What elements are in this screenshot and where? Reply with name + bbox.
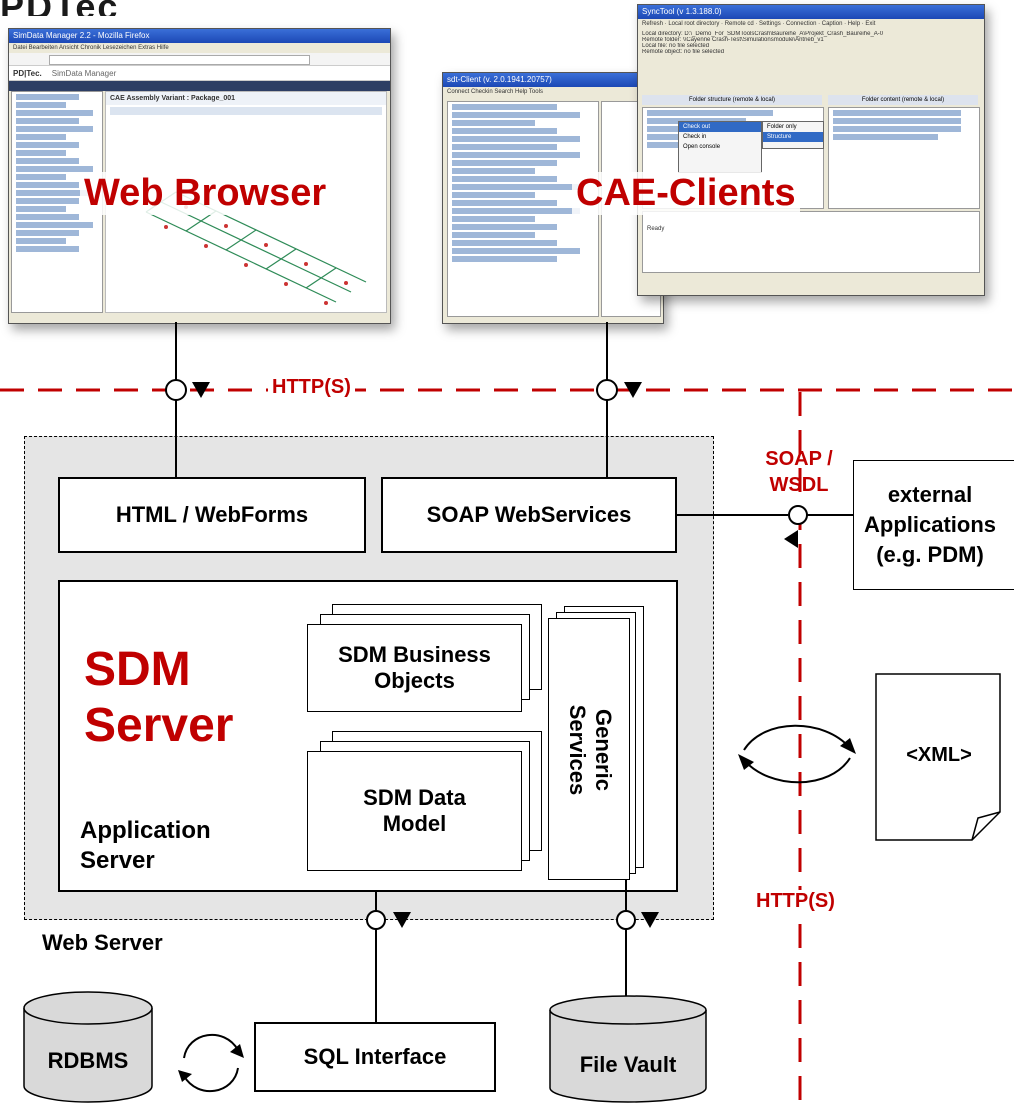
generic-services-box: Generic Services <box>548 618 630 880</box>
menu-item-open-console: Open console <box>683 144 721 150</box>
menu-item-check-out: Check out <box>679 122 761 132</box>
app-header: PD|Tec. SimData Manager <box>9 66 390 81</box>
application-server-label: Application Server <box>80 817 211 874</box>
xml-document-icon <box>875 673 1001 841</box>
rdbms-sync-arrows <box>178 1033 244 1093</box>
web-browser-label: Web Browser <box>80 172 331 215</box>
submenu-structure: Structure <box>763 132 823 142</box>
html-webforms-box: HTML / WebForms <box>58 477 366 553</box>
sdt-client-menubar: Connect Checkin Search Help Tools <box>443 87 663 97</box>
xml-exchange-arrows <box>738 724 856 784</box>
folder-header: Folder content (remote & local) <box>828 95 978 105</box>
soap-webservices-box: SOAP WebServices <box>381 477 677 553</box>
cae-clients-label: CAE-Clients <box>572 172 800 215</box>
browser-tree <box>11 91 103 313</box>
file-vault-label: File Vault <box>579 1052 677 1077</box>
menu-item-check-in: Check in <box>683 134 707 140</box>
xml-label: <XML> <box>906 744 972 766</box>
submenu-folder-only: Folder only <box>767 124 797 130</box>
browser-titlebar: SimData Manager 2.2 - Mozilla Firefox <box>9 29 390 43</box>
file-vault-cylinder <box>549 995 707 1103</box>
external-applications-box: external Applications (e.g. PDM) <box>853 460 1014 590</box>
synctool-paths: Local directory: D:\_Demo_For_SDMToolsCr… <box>638 29 984 57</box>
page-title-bar: CAE Assembly Variant : Package_001 <box>106 92 386 105</box>
synctool-titlebar: SyncTool (v 1.3.188.0) <box>638 5 984 19</box>
http-label-right: HTTP(S) <box>752 890 839 913</box>
synctool-screenshot: SyncTool (v 1.3.188.0) Refresh · Local r… <box>637 4 985 296</box>
context-submenu: Folder only Structure <box>762 121 824 149</box>
rdbms-cylinder <box>23 991 153 1103</box>
soap-wsdl-label: SOAP / WSDL <box>765 448 833 496</box>
web-server-title: Web Server <box>42 930 163 955</box>
rdbms-label: RDBMS <box>47 1048 129 1073</box>
http-label-top: HTTP(S) <box>268 376 355 399</box>
app-name: SimData Manager <box>51 68 117 78</box>
browser-address-bar <box>9 53 390 66</box>
synctool-log: Ready <box>642 211 980 273</box>
synctool-status: Ready <box>647 226 665 232</box>
synctool-toolbar: Refresh · Local root directory · Remote … <box>638 19 984 29</box>
browser-menubar: Datei Bearbeiten Ansicht Chronik Lesezei… <box>9 43 390 53</box>
sdt-client-titlebar: sdt-Client (v. 2.0.1941.20757) <box>443 73 663 87</box>
app-nav-tabs <box>9 81 390 91</box>
context-menu: Check out Check in Open console <box>678 121 762 173</box>
synctool-folder-list <box>828 107 980 209</box>
logo-text: PDTec <box>0 0 119 16</box>
sdm-server-title: SDM Server <box>84 643 234 752</box>
structure-header: Folder structure (remote & local) <box>642 95 822 105</box>
business-objects-box: SDM Business Objects <box>307 624 522 712</box>
logo: PDTec <box>0 0 119 16</box>
data-model-box: SDM Data Model <box>307 751 522 871</box>
sql-interface-box: SQL Interface <box>254 1022 496 1092</box>
